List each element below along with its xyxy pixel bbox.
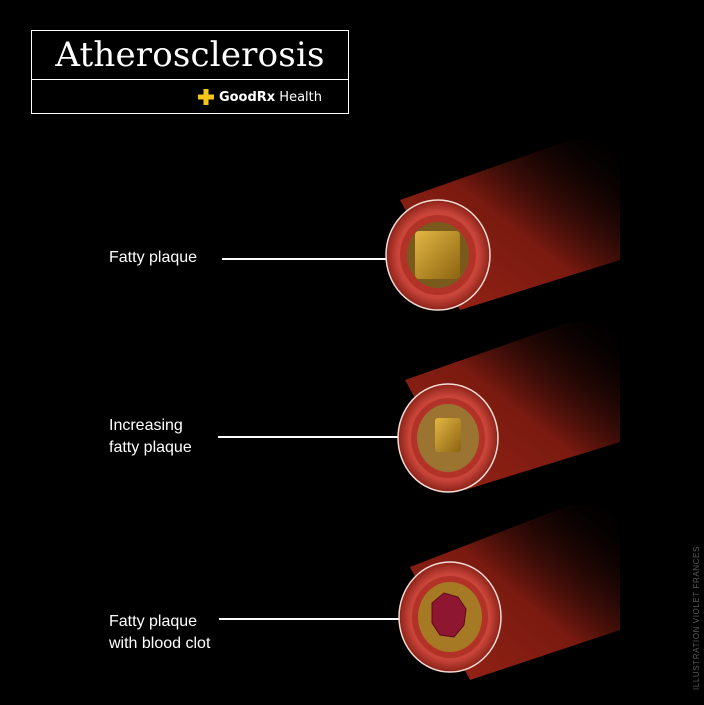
label-line: Fatty plaque [109,249,198,266]
artery-blood-clot [398,505,620,680]
label-line: fatty plaque [109,439,192,456]
brand-name: GoodRx Health [218,89,322,105]
label-fatty-plaque: Fatty plaque [109,247,197,269]
label-increasing-fatty-plaque: Increasing fatty plaque [109,415,192,459]
label-fatty-plaque-blood-clot: Fatty plaque with blood clot [109,611,210,655]
page-title: Atherosclerosis [55,35,325,75]
illustration-credit: ILLUSTRATION VIOLET FRANCES [692,546,701,690]
title-box: Atherosclerosis GoodRx Health [31,30,349,114]
label-line: Fatty plaque [109,613,198,630]
label-line: Increasing [109,417,183,434]
plus-cross-icon [197,89,214,105]
label-line: with blood clot [109,635,211,652]
artery-increasing-plaque [397,322,620,493]
leader-line [218,436,408,438]
brand-logo: GoodRx Health [32,80,348,114]
artery-fatty-plaque [385,140,620,311]
leader-line [219,618,443,620]
leader-line [222,258,398,260]
title-area: Atherosclerosis [32,31,348,80]
